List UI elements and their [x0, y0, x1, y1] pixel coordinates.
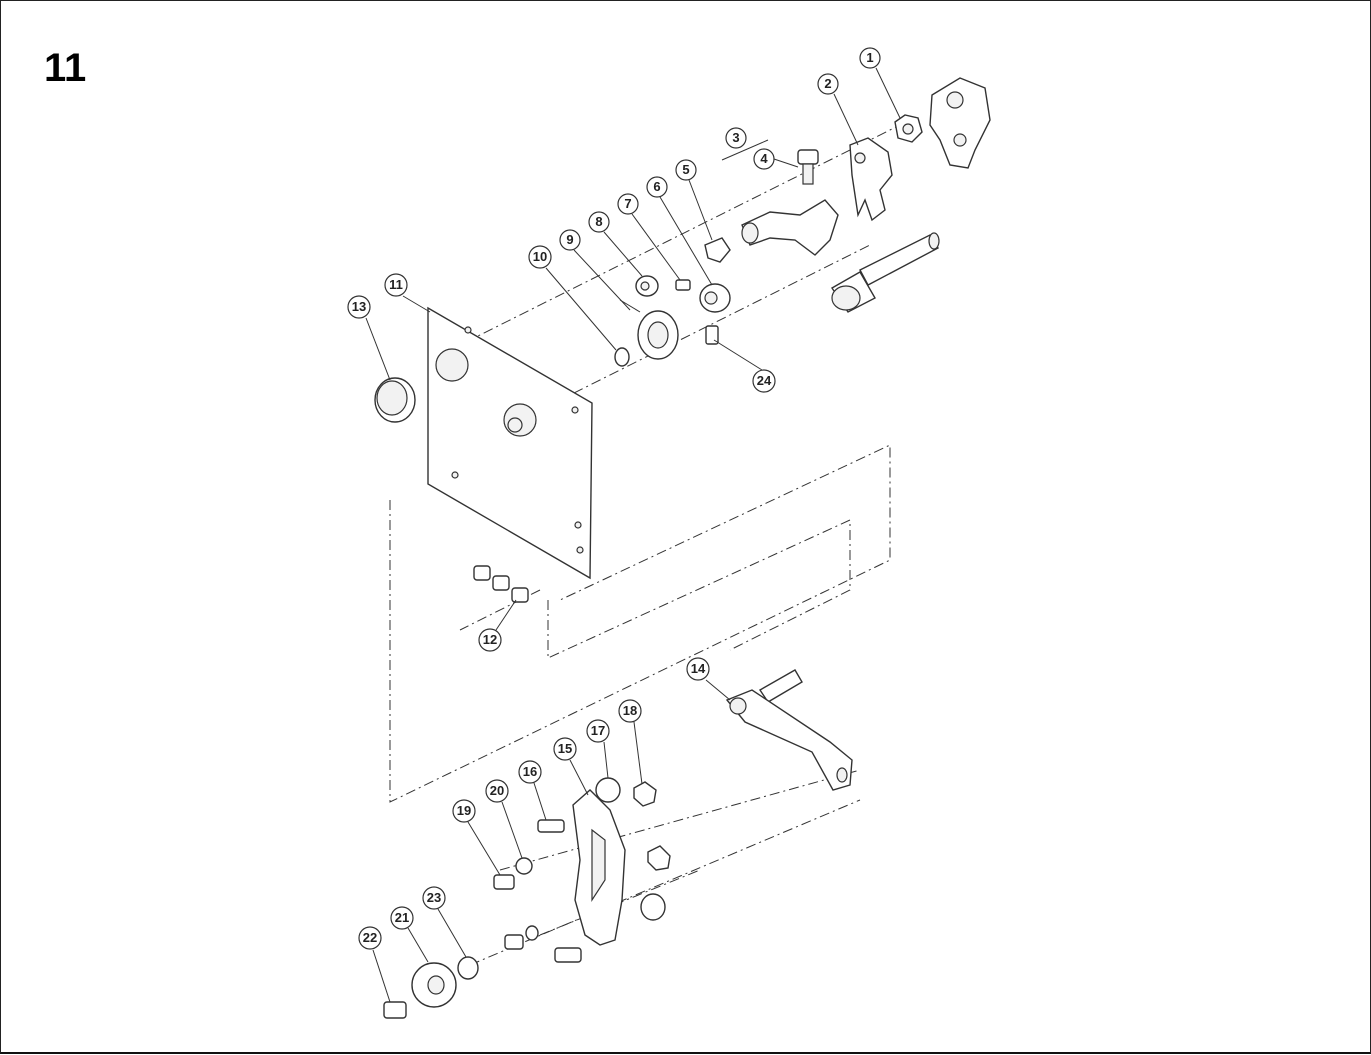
callout-1: 1 — [859, 47, 881, 69]
part-screw-24 — [705, 325, 719, 345]
part-screws-lower — [504, 925, 582, 963]
svg-text:11: 11 — [389, 277, 403, 292]
callout-11: 11 — [384, 273, 408, 297]
svg-text:12: 12 — [483, 632, 497, 647]
callout-leaders — [365, 67, 901, 1003]
part-shaft — [831, 232, 940, 313]
svg-text:19: 19 — [457, 803, 471, 818]
svg-text:10: 10 — [533, 249, 547, 264]
part-nut — [894, 114, 923, 143]
svg-text:23: 23 — [427, 890, 441, 905]
svg-text:2: 2 — [824, 76, 831, 91]
part-screws-12 — [473, 565, 529, 603]
callout-20: 20 — [485, 779, 509, 803]
svg-text:15: 15 — [558, 741, 572, 756]
part-screw-19 — [493, 874, 515, 890]
part-washer-20 — [515, 857, 533, 875]
part-8 — [635, 275, 659, 297]
svg-text:1: 1 — [866, 50, 873, 65]
callout-23: 23 — [422, 886, 446, 910]
svg-text:20: 20 — [490, 783, 504, 798]
callout-22: 22 — [358, 926, 382, 950]
svg-text:7: 7 — [624, 196, 631, 211]
callout-5: 5 — [675, 159, 697, 181]
part-hub-casting — [929, 77, 991, 169]
part-7 — [675, 279, 691, 291]
svg-text:24: 24 — [757, 373, 772, 388]
part-bracket — [849, 137, 893, 222]
part-screw-16 — [537, 819, 565, 833]
callout-17: 17 — [586, 719, 610, 743]
callout-3: 3 — [725, 127, 747, 149]
svg-text:8: 8 — [595, 214, 602, 229]
part-nut-mid — [640, 845, 671, 921]
part-lever-14 — [725, 669, 853, 791]
part-washer-23 — [457, 956, 479, 980]
part-screw-4 — [797, 149, 819, 185]
part-nut-18 — [633, 781, 657, 807]
callout-13: 13 — [347, 295, 371, 319]
callout-12: 12 — [478, 628, 502, 652]
part-arm — [741, 199, 839, 256]
svg-text:9: 9 — [566, 232, 573, 247]
callout-9: 9 — [559, 229, 581, 251]
callout-19: 19 — [452, 799, 476, 823]
part-screw-22 — [383, 1001, 407, 1019]
svg-text:14: 14 — [691, 661, 706, 676]
callout-16: 16 — [518, 760, 542, 784]
svg-text:5: 5 — [682, 162, 689, 177]
part-cam-plate-15 — [572, 789, 626, 946]
svg-text:13: 13 — [352, 299, 366, 314]
part-cap-13 — [374, 377, 416, 423]
part-collar-6 — [699, 283, 731, 313]
part-washer-10 — [614, 347, 630, 367]
callout-4: 4 — [753, 148, 775, 170]
svg-text:16: 16 — [523, 764, 537, 779]
svg-text:4: 4 — [760, 151, 768, 166]
callout-21: 21 — [390, 906, 414, 930]
part-pulley-21 — [411, 962, 457, 1008]
part-5 — [704, 237, 731, 263]
callout-24: 24 — [752, 369, 776, 393]
part-sleeve-17 — [595, 777, 621, 803]
svg-text:18: 18 — [623, 703, 637, 718]
svg-text:3: 3 — [732, 130, 739, 145]
svg-text:17: 17 — [591, 723, 605, 738]
assembly-guide-lines — [389, 124, 901, 966]
page-number: 11 — [44, 46, 87, 90]
svg-text:21: 21 — [395, 910, 409, 925]
callout-8: 8 — [588, 211, 610, 233]
callout-14: 14 — [686, 657, 710, 681]
callout-7: 7 — [617, 193, 639, 215]
callout-10: 10 — [528, 245, 552, 269]
callout-2: 2 — [817, 73, 839, 95]
svg-text:22: 22 — [363, 930, 377, 945]
callout-6: 6 — [646, 176, 668, 198]
svg-text:6: 6 — [653, 179, 660, 194]
part-spring-9 — [619, 299, 679, 360]
callout-18: 18 — [618, 699, 642, 723]
callout-15: 15 — [553, 737, 577, 761]
part-plate-11 — [427, 306, 593, 580]
